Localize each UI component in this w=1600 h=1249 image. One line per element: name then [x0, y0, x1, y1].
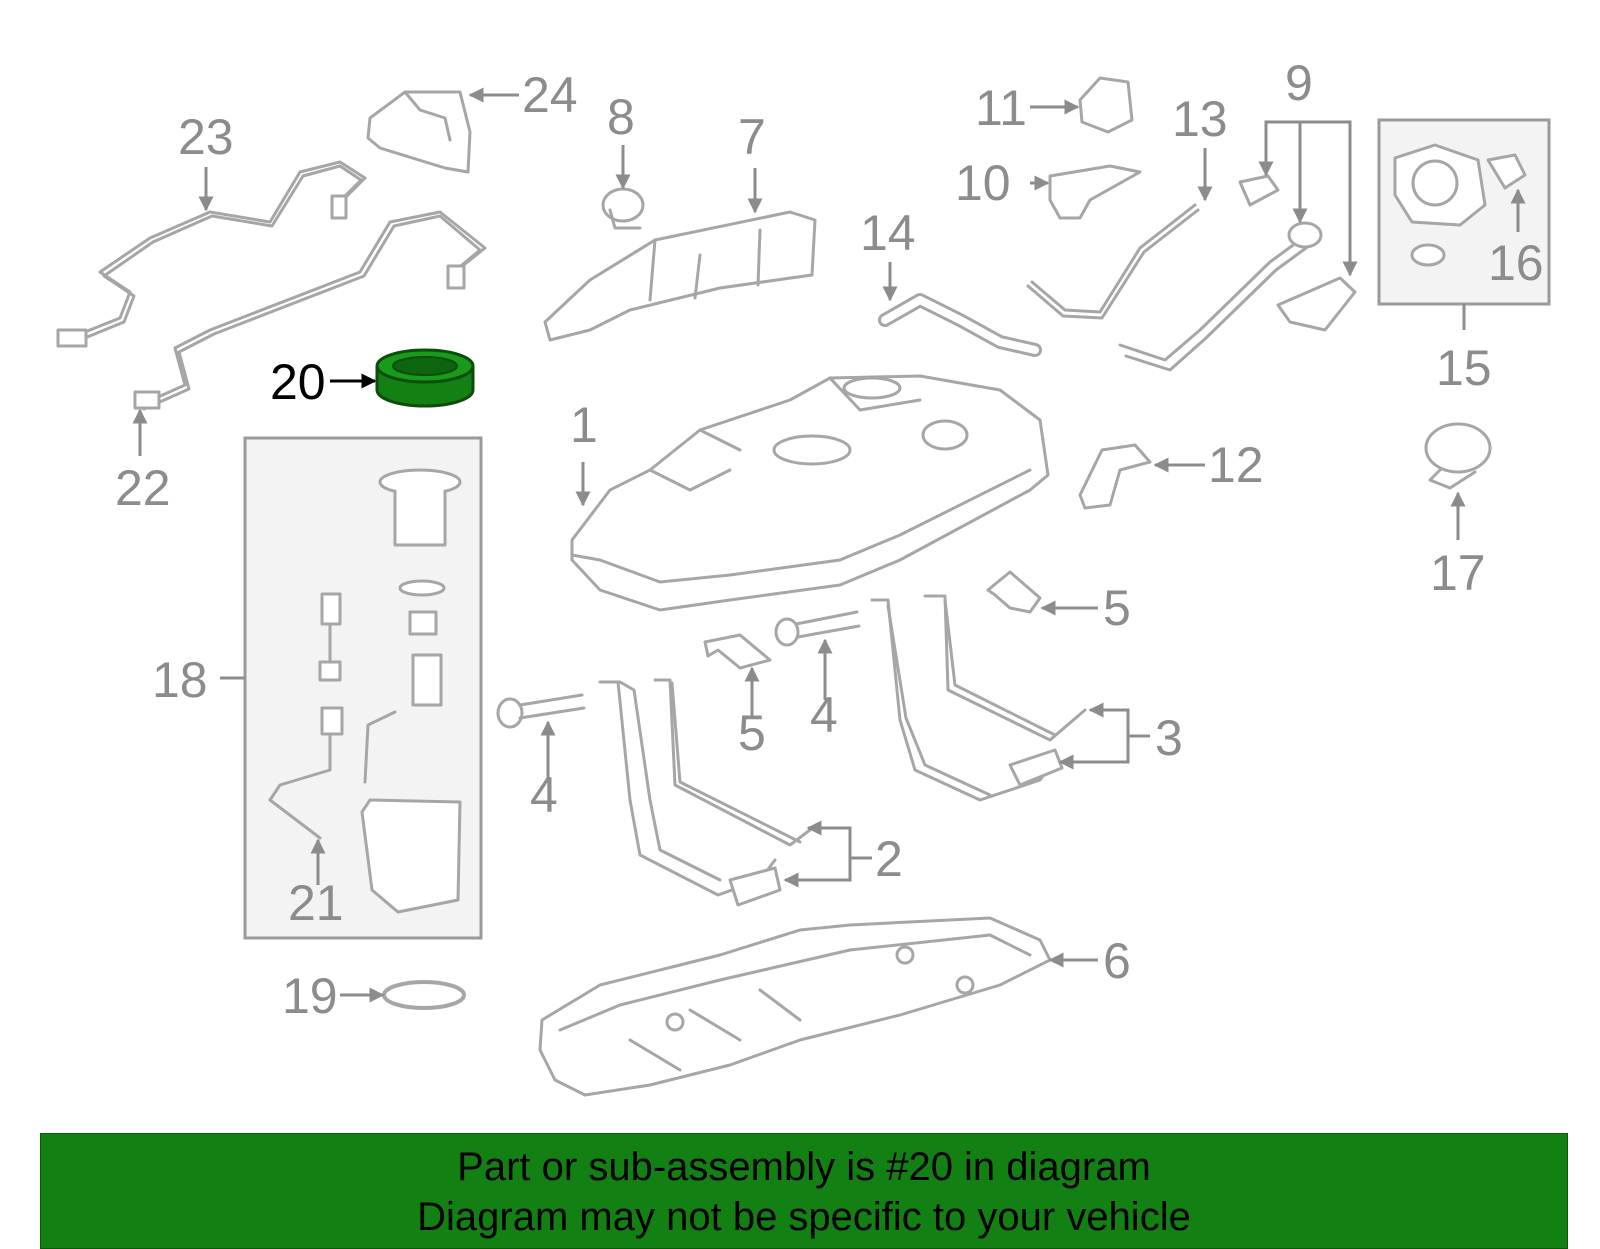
bracket-5-center	[703, 633, 772, 670]
banner-line-1: Part or sub-assembly is #20 in diagram	[457, 1145, 1151, 1189]
bolt-4-center	[774, 610, 861, 647]
lock-ring-20	[375, 348, 475, 408]
breather-pipe-13	[1026, 203, 1200, 320]
label-14: 14	[860, 205, 916, 261]
label-10: 10	[955, 155, 1011, 211]
label-1: 1	[570, 397, 598, 453]
label-4-center: 4	[810, 687, 838, 743]
label-2: 2	[875, 831, 903, 887]
cover-24	[366, 90, 472, 174]
label-6: 6	[1103, 933, 1131, 989]
skid-plate-6	[538, 916, 1052, 1097]
label-13: 13	[1172, 91, 1228, 147]
callout-arrows	[132, 87, 1526, 1003]
label-24: 24	[522, 67, 578, 123]
bracket-5-right	[986, 570, 1042, 614]
label-17: 17	[1430, 545, 1486, 601]
label-5-center: 5	[738, 705, 766, 761]
protector-11	[1078, 76, 1134, 134]
label-12: 12	[1208, 437, 1264, 493]
fuel-pump-assembly-18	[268, 468, 462, 914]
bolt-4-left	[496, 693, 586, 729]
fuel-cap-17	[1424, 422, 1492, 490]
label-20: 20	[270, 354, 326, 410]
info-banner: Part or sub-assembly is #20 in diagram D…	[40, 1133, 1568, 1249]
label-5-right: 5	[1103, 580, 1131, 636]
hose-14	[878, 293, 1042, 357]
label-22: 22	[115, 460, 171, 516]
label-3: 3	[1155, 710, 1183, 766]
tank-strap-3	[870, 594, 1087, 802]
label-18: 18	[152, 652, 208, 708]
gasket-19	[382, 980, 466, 1010]
label-9: 9	[1285, 55, 1313, 111]
label-11: 11	[975, 80, 1027, 136]
label-8: 8	[607, 89, 635, 145]
fuel-tank-1	[570, 374, 1050, 612]
label-21: 21	[288, 875, 344, 931]
label-23: 23	[178, 109, 234, 165]
banner-line-2: Diagram may not be specific to your vehi…	[417, 1195, 1191, 1239]
label-15: 15	[1436, 340, 1492, 396]
label-7: 7	[738, 109, 766, 165]
label-19: 19	[282, 968, 338, 1024]
filler-housing-15	[1393, 143, 1527, 267]
clip-8	[601, 187, 645, 230]
wire-harness-23	[56, 160, 367, 348]
wire-harness-22	[133, 210, 487, 411]
label-4-left: 4	[530, 767, 558, 823]
label-16: 16	[1488, 235, 1544, 291]
bracket-10	[1048, 164, 1142, 220]
heat-shield-7	[543, 210, 817, 342]
tank-strap-2	[598, 678, 812, 907]
filler-pipe-9	[1118, 174, 1357, 372]
bracket-12	[1078, 443, 1152, 510]
